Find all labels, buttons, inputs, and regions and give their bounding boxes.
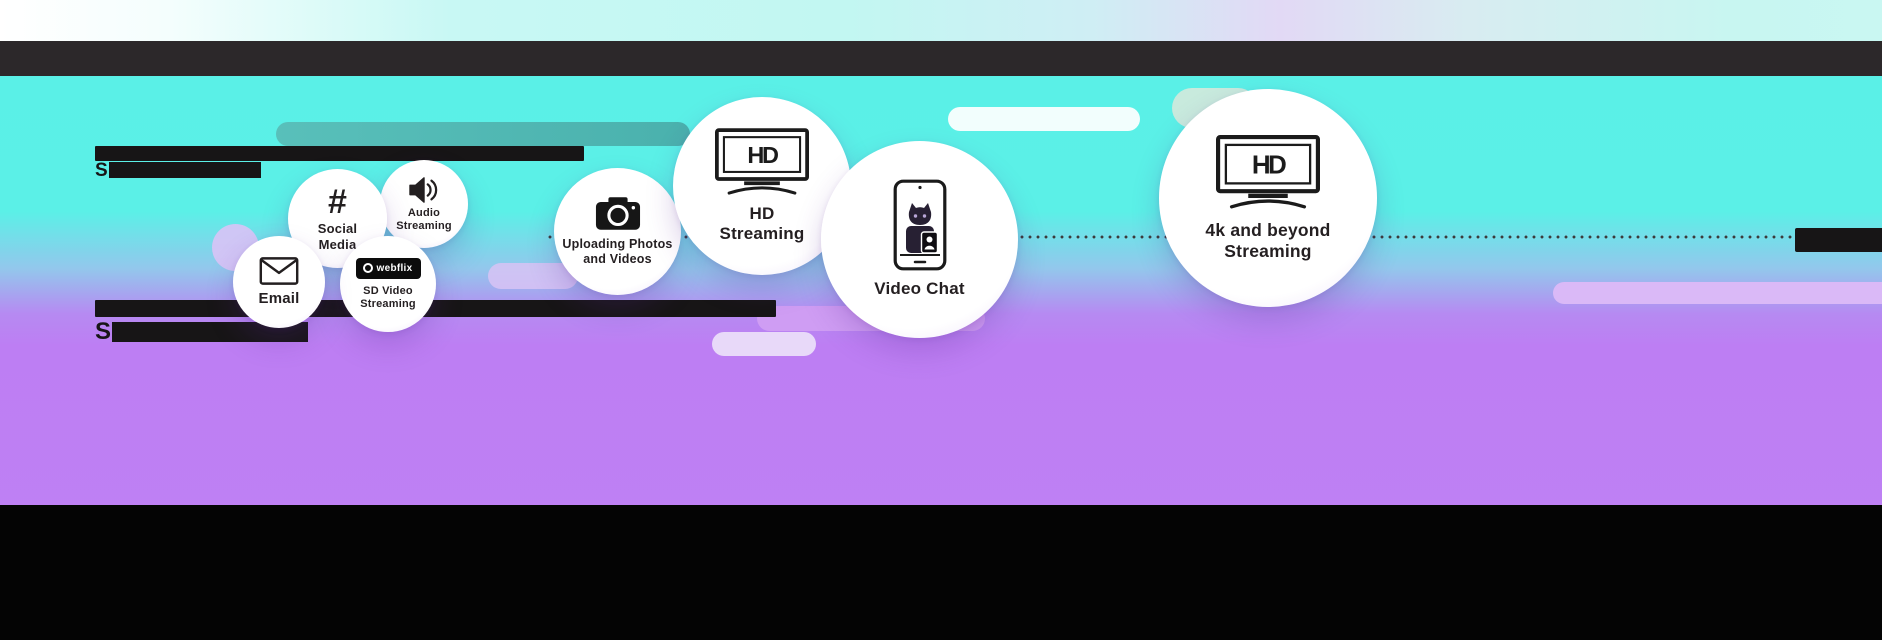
redacted-tier2-line1 [95, 300, 776, 317]
top-gradient-strip [0, 0, 1882, 41]
decor-pill-lavender [488, 263, 578, 289]
webflix-logo: webflix [355, 257, 421, 279]
bubble-label: HD Streaming [719, 203, 805, 243]
redacted-right-label [1795, 228, 1882, 252]
bubble-label: Email [258, 289, 300, 307]
tier1-visible-letter: S [95, 159, 108, 181]
decor-pill-teal [276, 122, 690, 146]
tier2-redaction-bar [112, 321, 309, 342]
bubble-label: SD Video Streaming [360, 284, 416, 310]
bubble-label: Video Chat [874, 279, 965, 299]
camera-icon [595, 196, 641, 231]
decor-pill-right-lavender [1553, 282, 1882, 304]
redacted-tier1-line2: S [95, 160, 261, 180]
bubble-label: Audio Streaming [396, 206, 452, 232]
bubble-4k-streaming: HD 4k and beyond Streaming [1159, 89, 1377, 307]
video-chat-phone-icon [893, 179, 947, 271]
bubble-sd-video-streaming: webflix SD Video Streaming [340, 236, 436, 332]
hd-tv-icon: HD [1216, 134, 1320, 212]
header-band [0, 41, 1882, 76]
webflix-ring-icon [362, 263, 373, 274]
hd-tv-icon: HD [715, 128, 809, 198]
bubble-label: 4k and beyond Streaming [1205, 219, 1331, 261]
redacted-tier2-line2: S [95, 317, 309, 345]
decor-pill-white [948, 107, 1140, 131]
bubble-label: Social Media [317, 221, 358, 252]
bubble-email: Email [233, 236, 325, 328]
bubble-video-chat: Video Chat [821, 141, 1018, 338]
tier1-redaction-bar [108, 162, 261, 178]
bubble-audio-streaming: Audio Streaming [380, 160, 468, 248]
hashtag-icon: # [328, 183, 347, 222]
tier2-visible-letter: S [95, 317, 112, 345]
redacted-tier1-line1 [95, 146, 584, 161]
speaker-icon [408, 176, 440, 204]
bubble-label: Uploading Photos and Videos [562, 237, 673, 266]
decor-pill-pale-purple [712, 332, 816, 356]
footer-band [0, 505, 1882, 640]
svg-text:HD: HD [1252, 149, 1286, 179]
envelope-icon [259, 256, 299, 285]
webflix-logo-text: webflix [376, 262, 413, 274]
svg-text:HD: HD [747, 142, 778, 168]
bubble-uploading-photos-videos: Uploading Photos and Videos [554, 168, 681, 295]
